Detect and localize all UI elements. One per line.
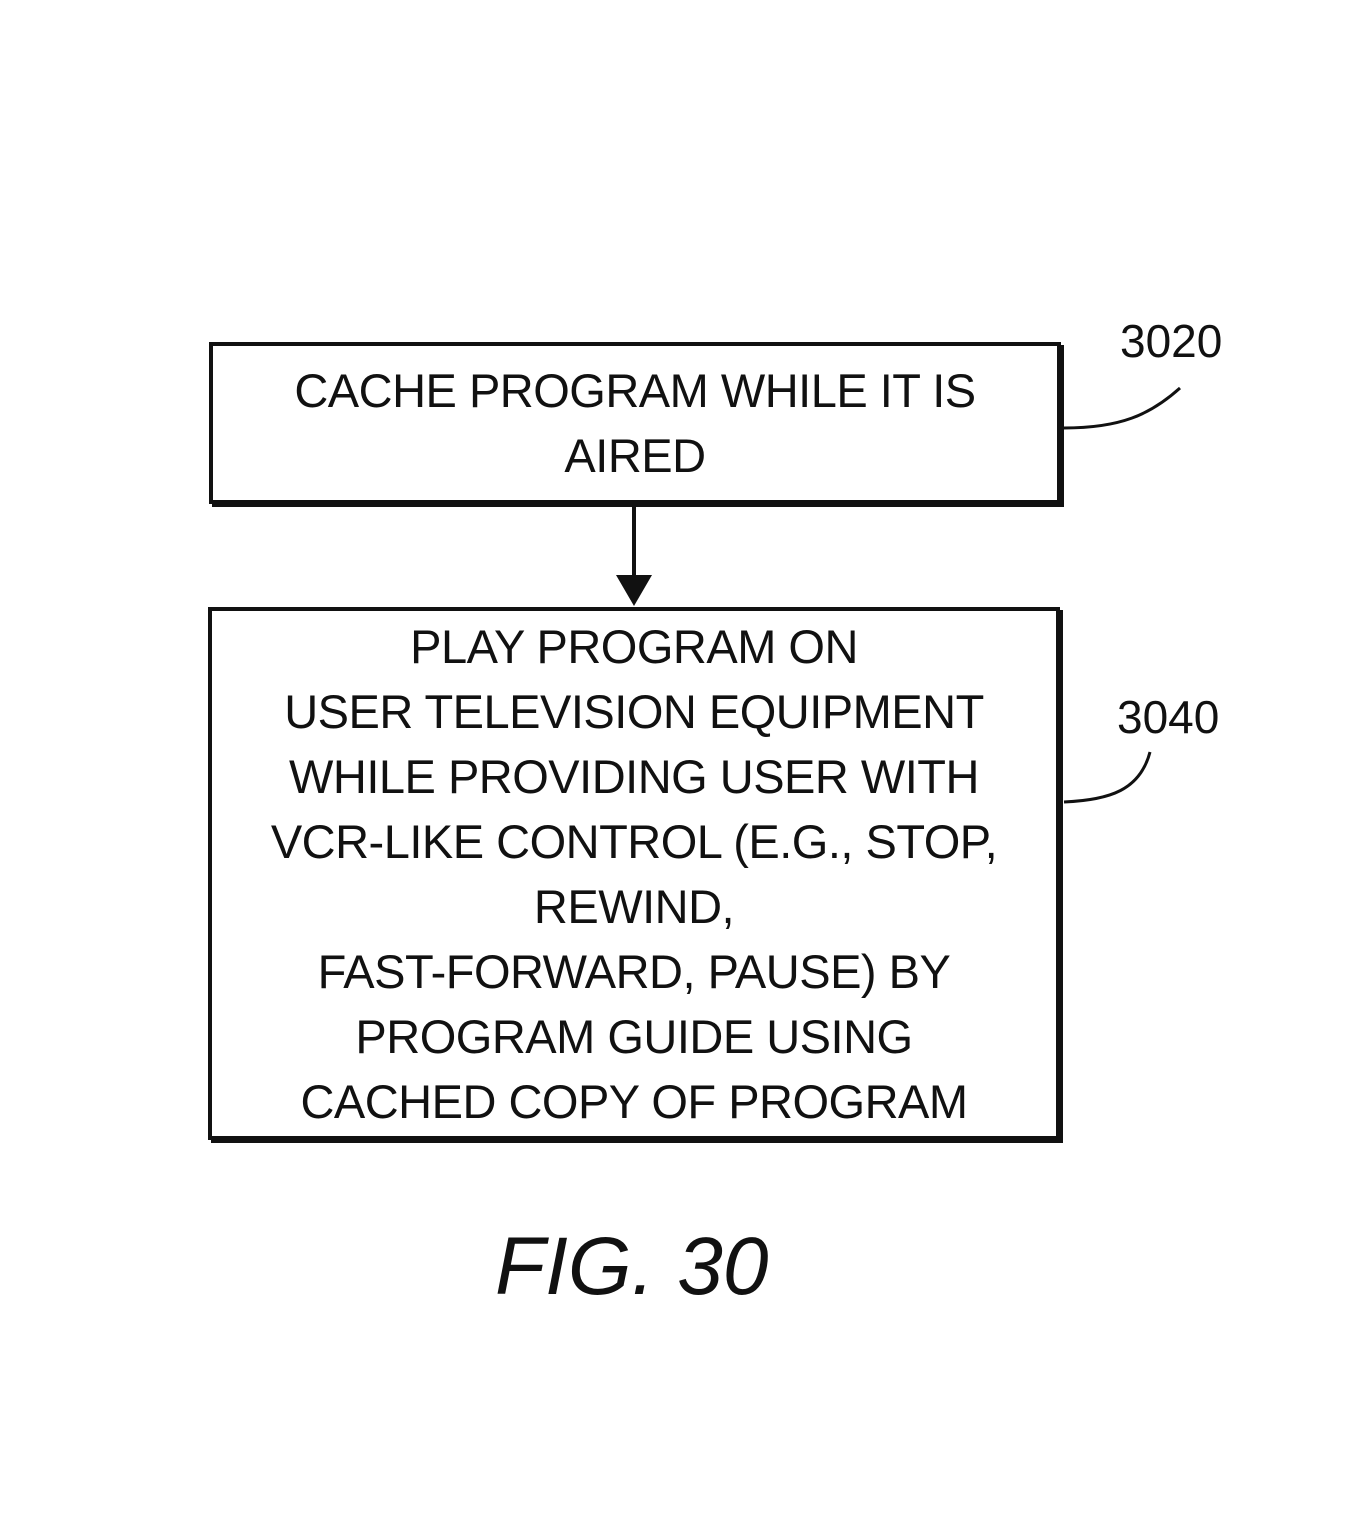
step-3040-line: PLAY PROGRAM ON: [410, 614, 858, 679]
step-3040-line: VCR-LIKE CONTROL (E.G., STOP,: [271, 809, 997, 874]
reference-numeral-3020: 3020: [1120, 314, 1222, 368]
step-3040-line: WHILE PROVIDING USER WITH: [289, 744, 979, 809]
step-3020-line: CACHE PROGRAM WHILE IT IS: [294, 358, 975, 423]
step-3040-line: FAST-FORWARD, PAUSE) BY: [318, 939, 951, 1004]
figure-caption: FIG. 30: [495, 1220, 768, 1314]
step-box-3020: CACHE PROGRAM WHILE IT IS AIRED: [209, 342, 1061, 504]
flow-arrow-head: [616, 575, 652, 606]
step-3040-line: REWIND,: [534, 874, 734, 939]
reference-numeral-3040: 3040: [1117, 690, 1219, 744]
step-3040-line: CACHED COPY OF PROGRAM: [300, 1069, 967, 1134]
leader-line-3040: [1064, 752, 1150, 802]
step-3020-line: AIRED: [564, 423, 705, 488]
step-3040-line: PROGRAM GUIDE USING: [355, 1004, 912, 1069]
leader-line-3020: [1064, 388, 1180, 428]
step-box-3040: PLAY PROGRAM ON USER TELEVISION EQUIPMEN…: [208, 607, 1060, 1140]
step-3040-line: USER TELEVISION EQUIPMENT: [284, 679, 984, 744]
